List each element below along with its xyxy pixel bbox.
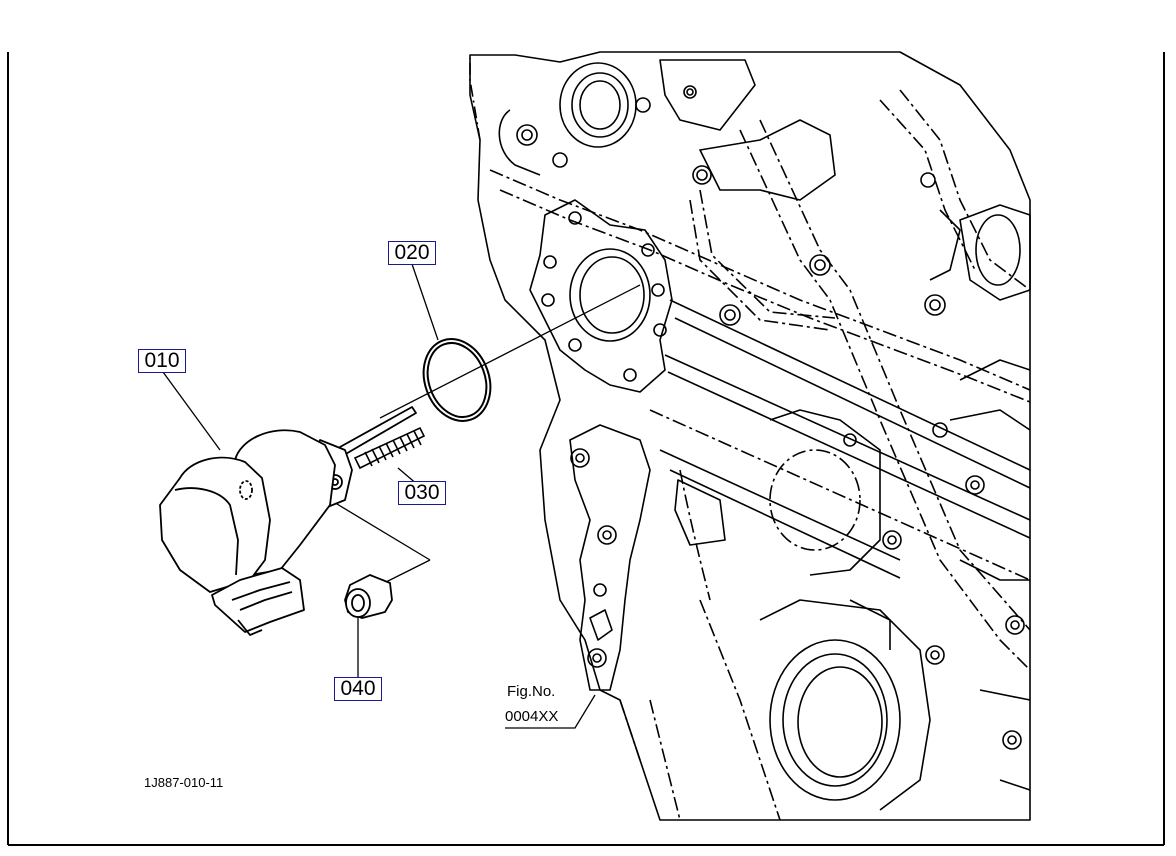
nut (344, 574, 393, 619)
part-ref-label-030[interactable]: 030 (398, 481, 446, 505)
part-ref-label-010[interactable]: 010 (138, 349, 186, 373)
figure-reference-line1: Fig.No. (507, 683, 556, 700)
part-ref-label-040[interactable]: 040 (334, 677, 382, 701)
nut-leader-b (379, 559, 431, 586)
gear-case-housing (469, 51, 1031, 821)
o-ring (422, 338, 492, 422)
page-border (7, 52, 1165, 846)
center-axis-line (379, 284, 641, 419)
leader-010 (162, 371, 221, 451)
assembly-lines (162, 263, 641, 729)
figure-reference-line2: 0004XX (505, 708, 559, 725)
part-ref-label-020[interactable]: 020 (388, 241, 436, 265)
drawing-code: 1J887-010-11 (144, 775, 224, 790)
pressure-limiting-valve (159, 406, 417, 636)
leader-020 (411, 263, 439, 341)
nut-leader-a (321, 494, 431, 561)
stud (353, 426, 426, 470)
fig-ref-leader (505, 694, 596, 729)
